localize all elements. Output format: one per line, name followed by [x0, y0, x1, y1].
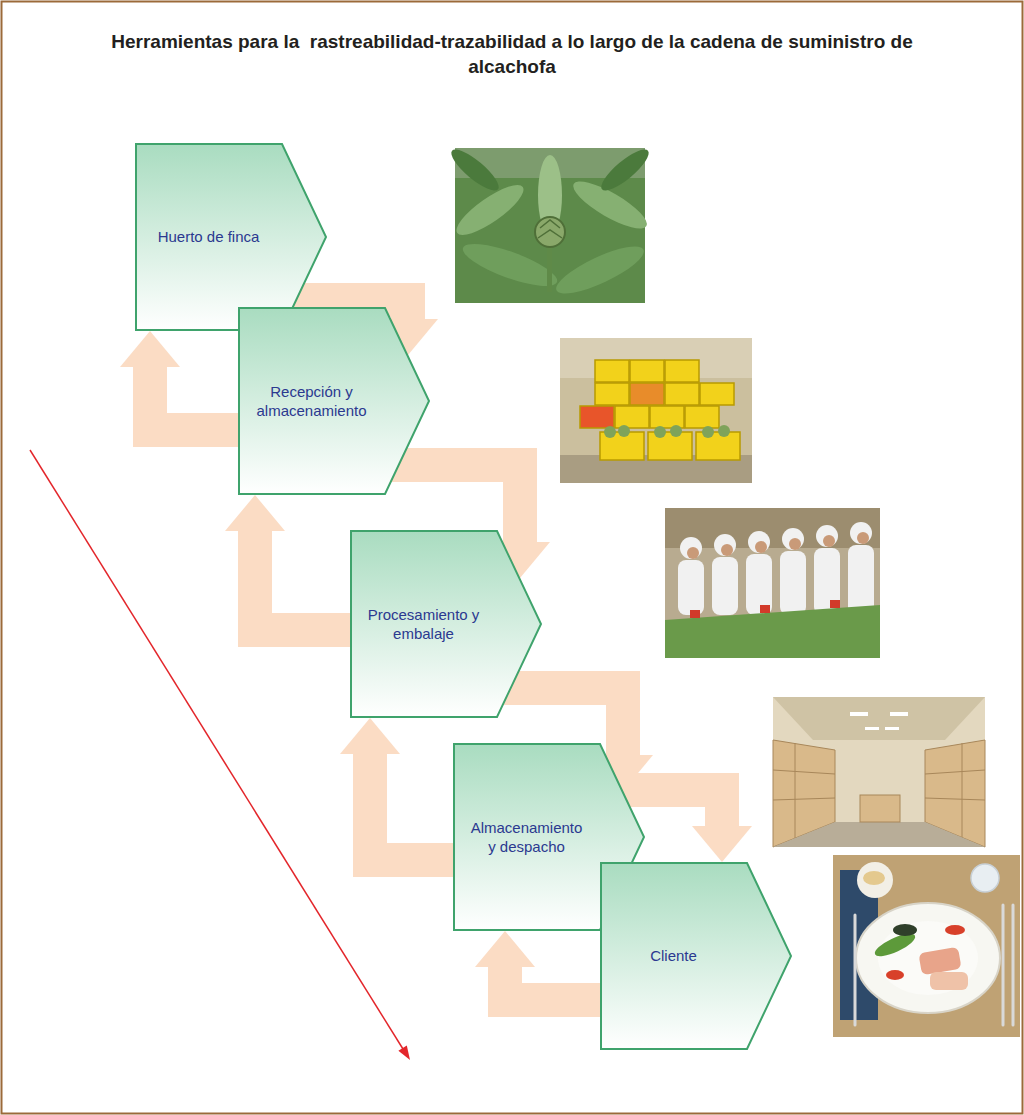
- process-box: Recepción y almacenamiento: [238, 307, 430, 495]
- box-label: Huerto de finca: [158, 227, 260, 247]
- plant-photo: [446, 144, 654, 303]
- flow-arrow: [505, 967, 612, 1000]
- diagram-title: Herramientas para la rastreabilidad-traz…: [100, 30, 924, 79]
- crates-photo: [560, 338, 752, 483]
- chevron-shape: [350, 530, 542, 718]
- chevron-shape: [238, 307, 430, 495]
- dish-photo: [833, 855, 1020, 1037]
- process-box: Cliente: [600, 862, 792, 1050]
- flow-arrow: [255, 531, 362, 630]
- box-label: Almacenamiento y despacho: [465, 818, 588, 857]
- chevron-outline: [601, 863, 791, 1049]
- box-label: Cliente: [650, 946, 697, 966]
- chevron-outline: [351, 531, 541, 717]
- warehouse-photo: [773, 697, 985, 847]
- flow-arrow: [370, 754, 465, 860]
- workers-photo: [665, 508, 880, 658]
- chevron-outline: [239, 308, 429, 494]
- process-box: Procesamiento y embalaje: [350, 530, 542, 718]
- process-box: Huerto de finca: [135, 143, 327, 331]
- chevron-outline: [136, 144, 326, 330]
- box-label: Procesamiento y embalaje: [362, 605, 485, 644]
- flow-arrow: [150, 367, 250, 430]
- box-label: Recepción y almacenamiento: [250, 382, 373, 421]
